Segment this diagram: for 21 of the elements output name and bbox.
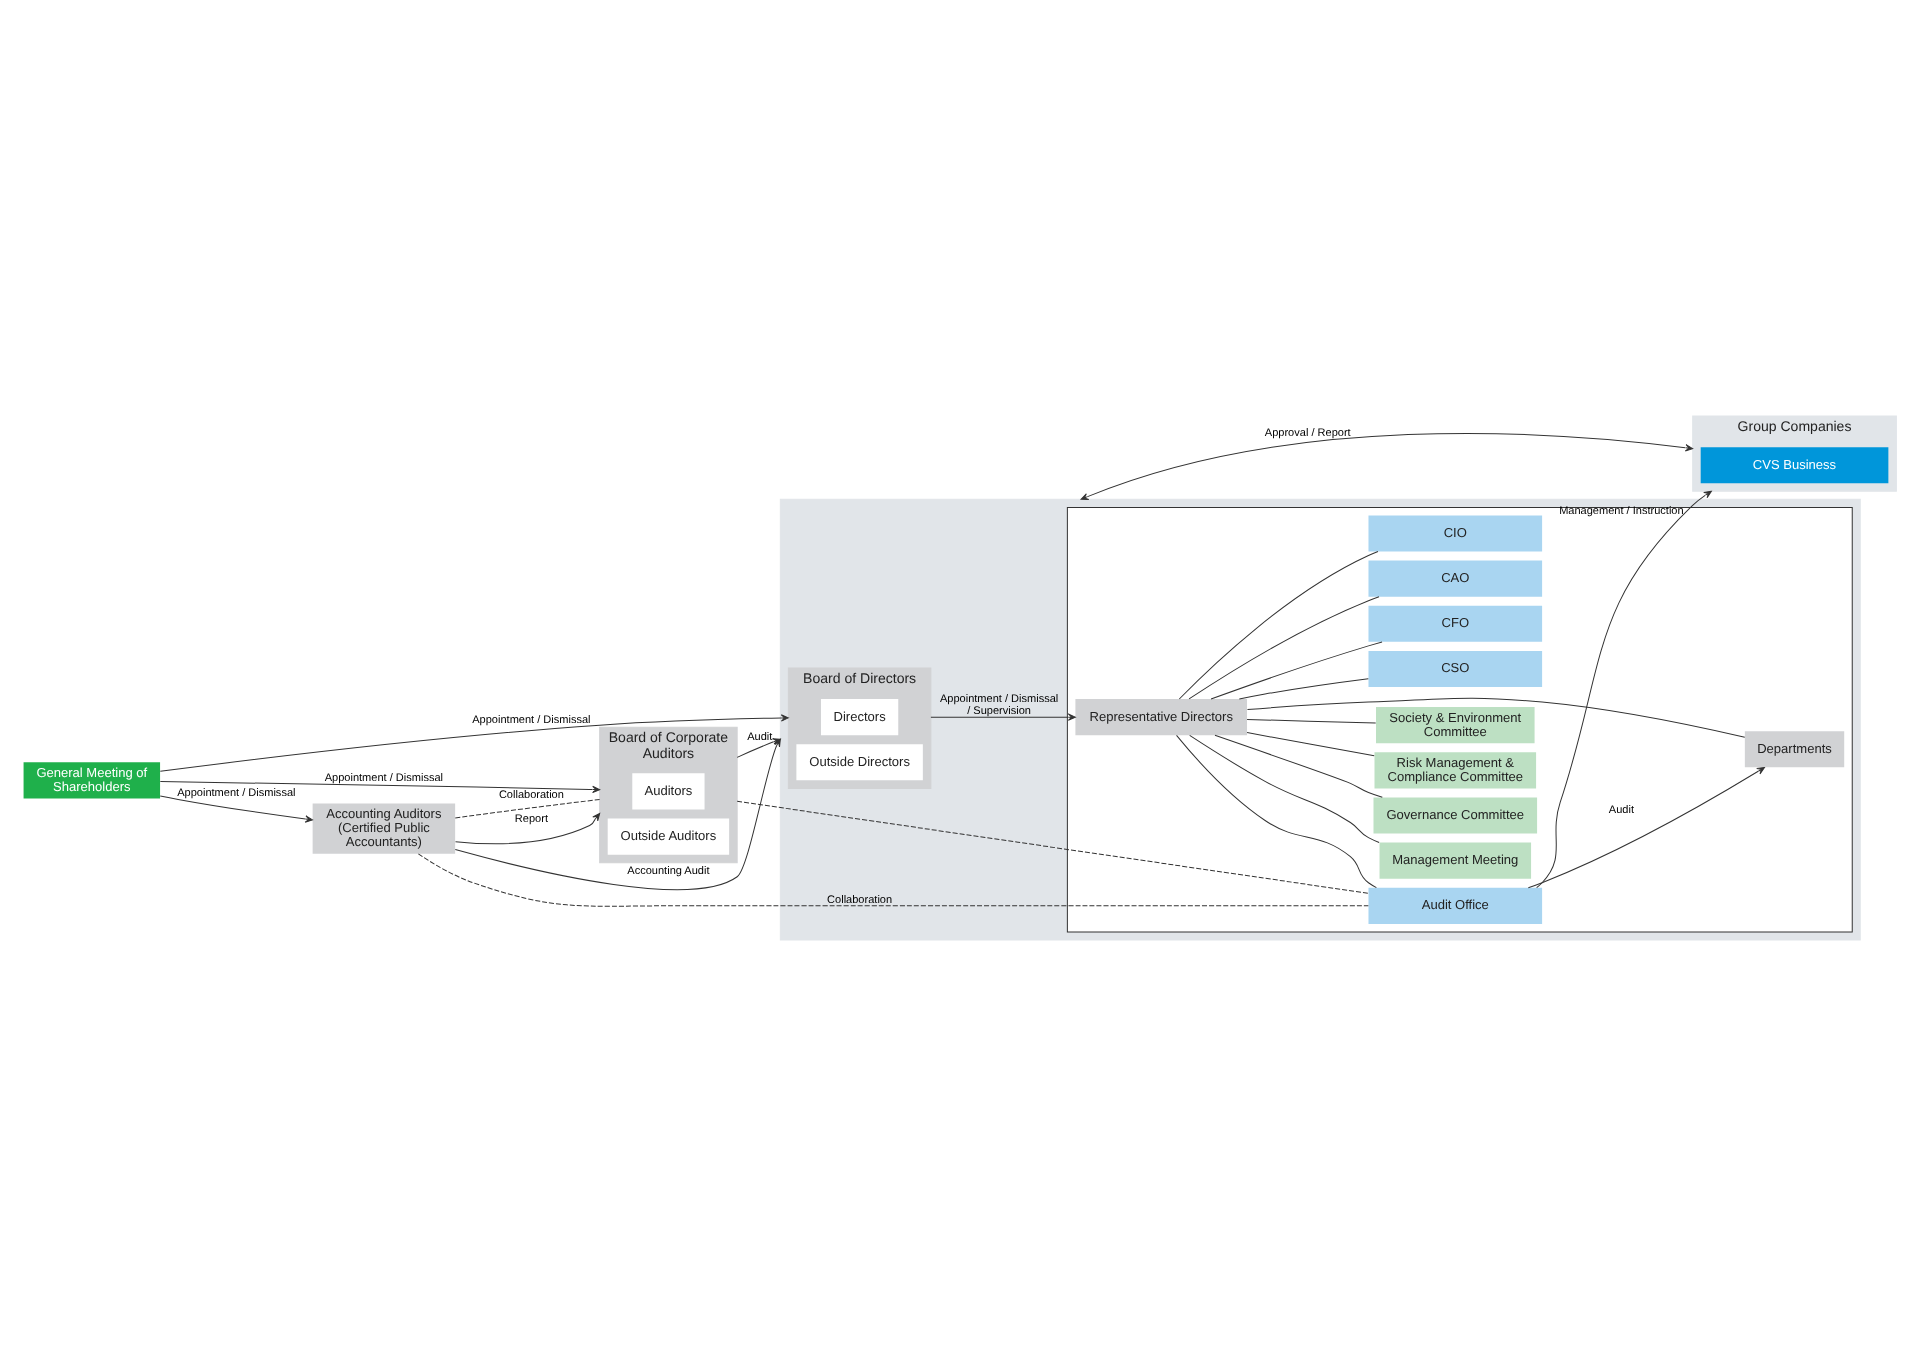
arrow [1079, 432, 1693, 501]
arrow [158, 714, 788, 772]
arrow [454, 813, 600, 845]
connector [1177, 551, 1378, 700]
connector [1245, 732, 1374, 757]
connector [416, 853, 1368, 907]
connector [1245, 718, 1376, 724]
connector [1187, 596, 1379, 700]
connector [1209, 641, 1382, 700]
connector [1213, 734, 1382, 798]
arrow [158, 780, 600, 794]
connector [1175, 734, 1376, 889]
connector [1245, 697, 1745, 738]
arrow [158, 795, 313, 823]
connector [1188, 734, 1379, 844]
connector [735, 800, 1368, 894]
arrow [1535, 490, 1711, 889]
arrow [1526, 767, 1764, 889]
arrow [929, 713, 1075, 721]
connector [453, 798, 600, 819]
connector [1237, 678, 1368, 700]
